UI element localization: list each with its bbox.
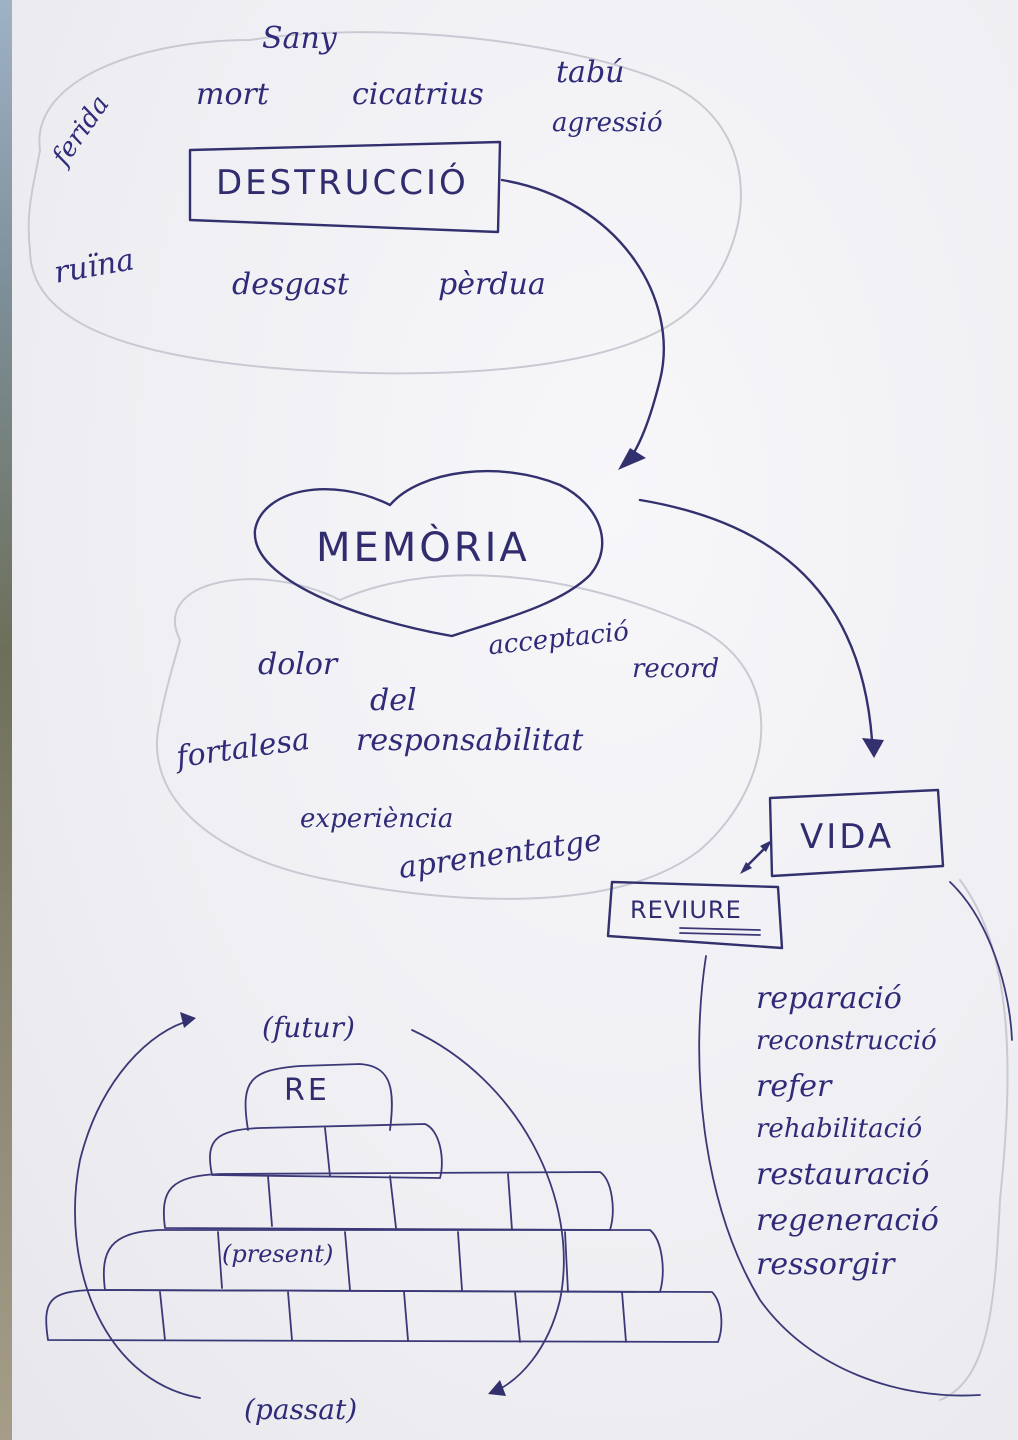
vida-box (768, 788, 945, 878)
destruccio-title: DESTRUCCIÓ (216, 163, 469, 203)
memoria-cloud (155, 574, 763, 900)
reviure-item-reparacio: reparació (756, 981, 902, 1016)
arrow-head-down (740, 862, 752, 874)
memoria-word-experiencia: experiència (300, 804, 454, 834)
reviure-cloud (939, 879, 1009, 1401)
memoria-word-responsabilitat: responsabilitat (356, 723, 584, 758)
destruccio-box (188, 140, 502, 234)
arrow-head-past (488, 1380, 506, 1396)
wall-label-passat: (passat) (244, 1393, 358, 1426)
memoria-title: MEMÒRIA (316, 525, 530, 571)
reviure-item-rehabilitacio: rehabilitació (756, 1114, 923, 1144)
wall-label-re: RE (284, 1073, 330, 1108)
vida-title: VIDA (800, 817, 895, 857)
memoria-heart (253, 469, 604, 638)
brick-wall (45, 1063, 723, 1343)
reviure-box (606, 880, 784, 950)
destruccio-word-mort: mort (196, 77, 269, 112)
reviure-item-regeneracio: regeneració (756, 1203, 939, 1238)
reviure-item-reconstruccio: reconstrucció (756, 1026, 937, 1056)
reviure-list: reparació reconstrucció refer rehabilita… (756, 984, 1016, 1304)
wall-label-futur: (futur) (262, 1011, 355, 1044)
photo-background-edge (0, 0, 12, 1440)
arrow-memoria-to-vida (638, 498, 874, 742)
brick-re (244, 1063, 393, 1131)
memoria-word-del: del (370, 683, 417, 718)
destruccio-word-sany: Sany (262, 21, 337, 56)
destruccio-word-perdua: pèrdua (438, 267, 546, 302)
brick-row-2 (163, 1171, 614, 1231)
arrow-head-up (760, 840, 772, 852)
reviure-underline (679, 927, 761, 936)
arrow-head-future (180, 1012, 196, 1028)
paper-sheet (12, 0, 1018, 1440)
destruccio-word-tabu: tabú (556, 55, 625, 90)
brick-row-4 (45, 1289, 723, 1343)
reviure-bracket (698, 955, 981, 1397)
reviure-item-restauracio: restauració (756, 1157, 930, 1192)
arrow-head-memoria (618, 448, 646, 470)
destruccio-word-cicatrius: cicatrius (352, 77, 484, 112)
destruccio-cloud (27, 31, 742, 375)
brick-row-3 (103, 1229, 664, 1293)
reviure-title: REVIURE (630, 896, 742, 924)
arrow-head-vida (862, 738, 884, 758)
destruccio-word-desgast: desgast (232, 267, 349, 302)
wall-label-present: (present) (222, 1240, 334, 1268)
memoria-word-record: record (632, 654, 720, 684)
memoria-word-dolor: dolor (258, 647, 338, 682)
reviure-item-ressorgir: ressorgir (756, 1247, 895, 1282)
reviure-bracket-top (949, 881, 1013, 1041)
arrow-destruccio-to-memoria (500, 178, 665, 464)
reviure-item-refer: refer (756, 1069, 832, 1104)
arrow-past-to-future (74, 1019, 201, 1399)
brick-row-1 (209, 1123, 443, 1179)
arrow-future-to-past (411, 1029, 565, 1393)
destruccio-word-agressio: agressió (552, 108, 663, 138)
